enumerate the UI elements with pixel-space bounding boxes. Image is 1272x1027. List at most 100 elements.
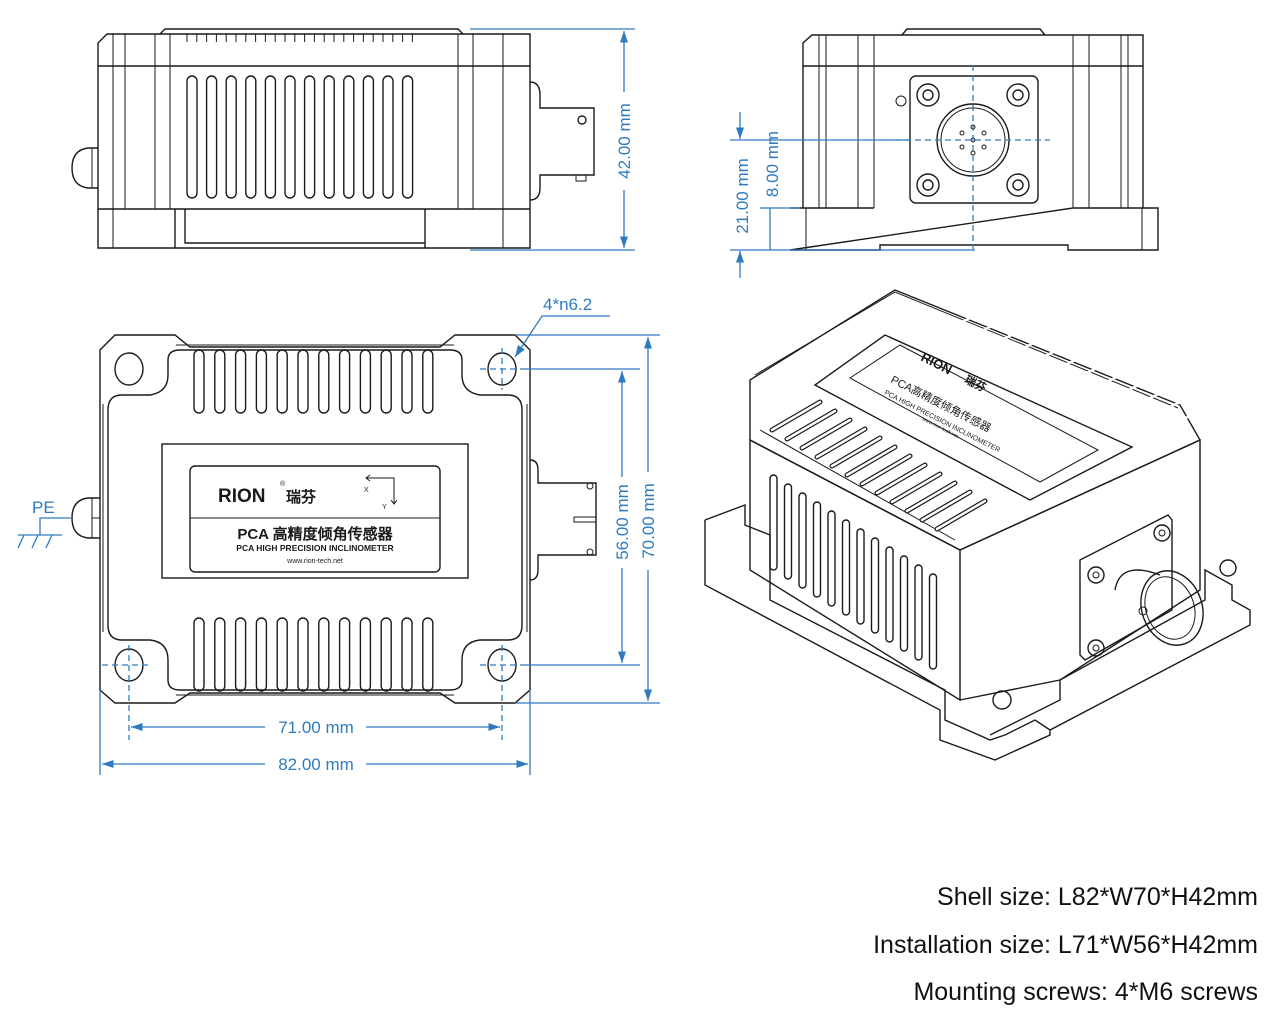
vent-slot <box>359 349 372 414</box>
vent-slot <box>214 349 226 414</box>
vent-slot <box>338 617 351 692</box>
iso-vent-slots-front <box>769 474 938 670</box>
vent-slot <box>284 75 296 199</box>
dim-width-70: 70.00 mm <box>639 483 658 559</box>
spec-shell-size: Shell size: L82*W70*H42mm <box>937 883 1258 911</box>
vent-slot <box>899 555 909 652</box>
vent-slots-bottom <box>193 617 434 692</box>
vent-slot <box>225 75 237 199</box>
dim-height-42: 42.00 mm <box>615 103 634 179</box>
vent-slot <box>362 75 375 199</box>
vent-slot <box>297 617 309 692</box>
vent-slot-inner <box>1169 399 1223 427</box>
vent-slot-inner <box>770 400 822 432</box>
vent-slot-inner <box>920 490 972 522</box>
dim-hole-spec: 4*n6.2 <box>543 295 592 314</box>
vent-slot <box>255 349 268 414</box>
front-view <box>789 28 1159 251</box>
dim-length-82: 82.00 mm <box>278 755 354 774</box>
vent-slot <box>297 349 309 414</box>
dim-length-71: 71.00 mm <box>278 718 354 737</box>
vent-slot-inner <box>960 295 1014 324</box>
vent-slot <box>928 573 938 670</box>
vent-slot-inner <box>1131 380 1185 408</box>
vent-slot-inner <box>1036 333 1090 361</box>
vent-slot <box>303 75 316 199</box>
vent-slot-inner <box>1017 323 1071 352</box>
top-view: RION ® 瑞芬 X Y PCA 高精度倾角传感器 PCA HIGH PREC… <box>71 334 597 704</box>
vent-slot <box>769 474 778 571</box>
vent-slot <box>193 349 205 414</box>
vent-slot <box>422 617 434 692</box>
vent-slot <box>245 75 257 199</box>
vent-slot-inner <box>1074 352 1128 380</box>
vent-slot <box>798 492 807 589</box>
vent-slot-inner <box>830 436 882 468</box>
vent-slot <box>870 537 880 634</box>
vent-slot <box>276 349 288 414</box>
dim-flange-8: 8.00 mm <box>763 131 782 197</box>
vent-slots <box>186 75 414 199</box>
vent-slot <box>827 510 836 607</box>
vent-slot <box>234 349 247 414</box>
vent-slot-inner <box>905 481 957 513</box>
label-title-en: PCA HIGH PRECISION INCLINOMETER <box>236 543 393 553</box>
dim-width-56: 56.00 mm <box>613 484 632 560</box>
vent-slot-inner <box>890 472 942 504</box>
vent-slot-inner <box>800 418 852 450</box>
vent-slot <box>234 617 247 692</box>
vent-slot <box>255 617 268 692</box>
axis-x: X <box>364 487 369 494</box>
label-title-cn: PCA 高精度倾角传感器 <box>237 525 393 543</box>
dim-connector-height-21: 21.00 mm <box>733 158 752 234</box>
vent-slot <box>841 519 851 616</box>
vent-slot-inner <box>1150 389 1204 418</box>
vent-slot <box>422 349 434 414</box>
vent-slot <box>264 75 277 199</box>
vent-slot-inner <box>935 499 987 531</box>
vent-slot <box>401 349 413 414</box>
brand-cn: 瑞芬 <box>286 488 317 506</box>
axis-y: Y <box>382 504 387 511</box>
vent-slot <box>343 75 355 199</box>
vent-slot <box>359 617 372 692</box>
vent-slot <box>856 528 865 625</box>
vent-slot <box>783 483 793 580</box>
vent-slot <box>193 617 205 692</box>
vent-slot-inner <box>815 427 867 459</box>
vent-slot <box>186 75 198 199</box>
vent-slot <box>338 349 351 414</box>
ground-label-pe: PE <box>32 498 55 517</box>
label-website: www.rion-tech.net <box>286 558 343 565</box>
spec-mounting-screws: Mounting screws: 4*M6 screws <box>913 978 1258 1006</box>
vent-slot <box>380 349 392 414</box>
vent-slot-inner <box>1093 361 1147 390</box>
vent-slot-inner <box>1055 342 1109 371</box>
vent-slot-inner <box>875 463 927 495</box>
vent-slot <box>885 546 894 643</box>
iso-brand-logo: RION <box>919 349 955 377</box>
vent-slot-inner <box>860 454 912 486</box>
vent-slot-inner <box>785 409 837 441</box>
side-view <box>71 28 595 249</box>
vent-slot <box>380 617 392 692</box>
isometric-view: RION 瑞芬 PCA高精度倾角传感器 PCA HIGH PRECISION I… <box>704 289 1251 761</box>
vent-slot <box>276 617 288 692</box>
vent-slot-inner <box>979 305 1033 333</box>
brand-logo: RION <box>218 486 266 507</box>
vent-slot <box>401 617 413 692</box>
vent-slot <box>318 349 330 414</box>
vent-slot <box>318 617 330 692</box>
vent-slot <box>323 75 335 199</box>
vent-slot <box>914 564 923 661</box>
iso-vent-slots-top <box>960 295 1223 427</box>
iso-vent-slots-left <box>769 399 988 532</box>
vent-slot-inner <box>845 445 897 477</box>
vent-slot <box>205 75 218 199</box>
vent-slot-inner <box>1112 370 1166 399</box>
vent-slot <box>214 617 226 692</box>
brand-registered: ® <box>280 480 286 488</box>
vent-slots-top <box>193 349 434 414</box>
spec-installation-size: Installation size: L71*W56*H42mm <box>873 930 1258 959</box>
